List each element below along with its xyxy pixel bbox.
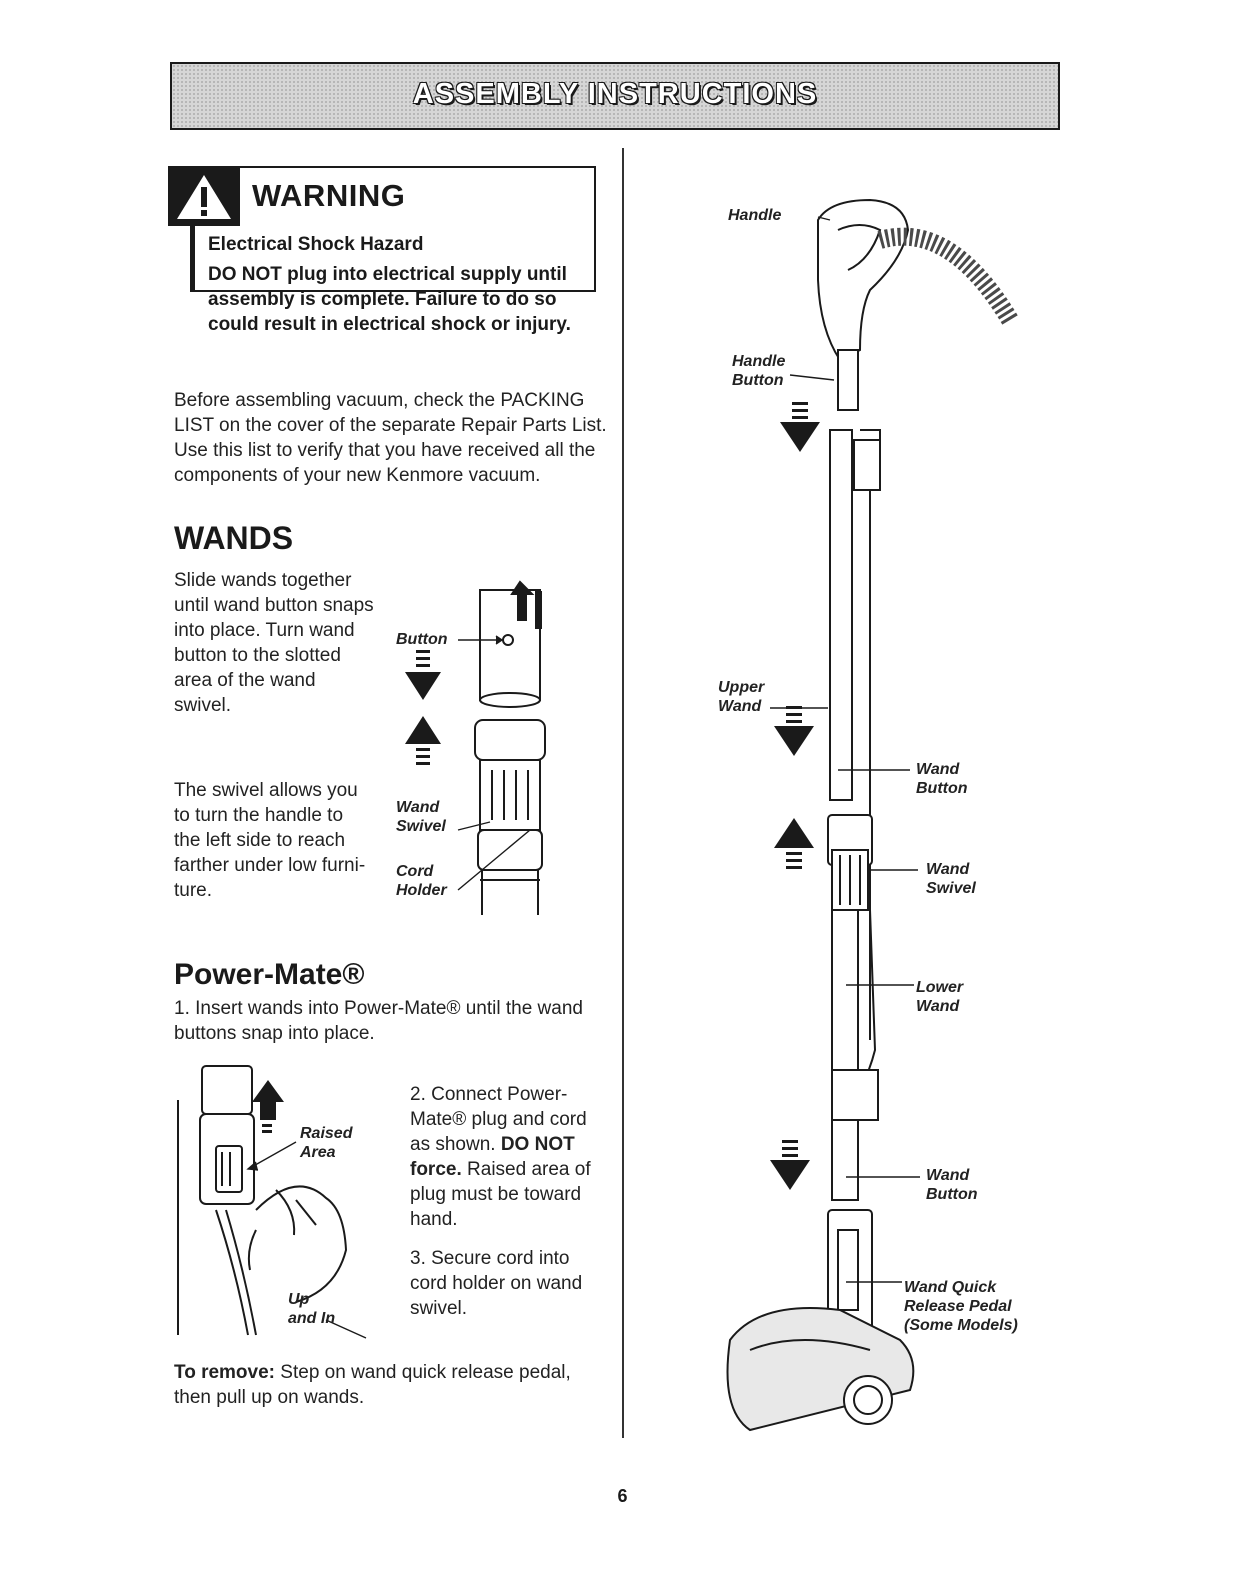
power-mate-step-1: 1. Insert wands into Power-Mate® until t… — [174, 998, 583, 1044]
wands-heading: WANDS — [174, 520, 294, 556]
section-banner: ASSEMBLY INSTRUCTIONS — [170, 62, 1060, 130]
warning-body: DO NOT plug into electrical supply until… — [208, 264, 571, 335]
plug-connection-illustration — [177, 1065, 367, 1339]
remove-instructions: To remove: Step on wand quick release pe… — [174, 1360, 604, 1410]
raised-area-label-line-1: Raised — [300, 1125, 353, 1142]
upper-wand-label-line-1: Upper — [718, 679, 765, 696]
power-mate-step-2-caution: DO NOT force. — [410, 1134, 575, 1180]
power-mate-step-2-text: 2. Connect Power-Mate® plug and cord as … — [410, 1084, 587, 1155]
wands-paragraph-2: The swivel allows you to turn the handle… — [174, 780, 366, 901]
button-label: Button — [396, 631, 448, 648]
raised-area-label-line-2: Area — [300, 1144, 336, 1161]
lower-wand-button-label-line-2: Button — [926, 1186, 978, 1203]
upper-wand-label-line-2: Wand — [718, 698, 762, 715]
upper-wand-button-label-line-2: Button — [916, 780, 968, 797]
warning-icon — [177, 175, 231, 219]
cord-holder-label-line-1: Cord — [396, 863, 434, 880]
wand-swivel-diagram-label-line-2: Swivel — [926, 880, 976, 897]
release-pedal-label-line-1: Wand Quick — [904, 1279, 997, 1296]
wands-paragraph-1: Slide wands together until wand button s… — [174, 570, 374, 716]
power-mate-step-3: 3. Secure cord into cord holder on wand … — [410, 1248, 583, 1319]
power-mate-step-2: 2. Connect Power-Mate® plug and cord as … — [410, 1082, 600, 1232]
power-mate-heading: Power-Mate® — [174, 958, 365, 991]
wand-swivel-label-line-2: Swivel — [396, 818, 446, 835]
upper-wand-button-label-line-1: Wand — [916, 761, 960, 778]
page-title: ASSEMBLY INSTRUCTIONS — [412, 78, 818, 110]
lower-wand-label-line-1: Lower — [916, 979, 964, 996]
wand-swivel-diagram-label-line-1: Wand — [926, 861, 970, 878]
release-pedal-label-line-3: (Some Models) — [904, 1317, 1018, 1334]
cord-holder-label-line-2: Holder — [396, 882, 447, 899]
column-divider — [622, 148, 624, 1438]
up-and-in-label-line-1: Up — [288, 1291, 310, 1308]
handle-button-label-line-1: Handle — [732, 353, 786, 370]
remove-text: Step on wand quick release pedal, then p… — [174, 1362, 571, 1408]
handle-label: Handle — [728, 207, 782, 224]
lower-wand-button-label-line-1: Wand — [926, 1167, 970, 1184]
warning-subtitle: Electrical Shock Hazard — [208, 234, 424, 255]
wand-swivel-illustration — [405, 580, 546, 915]
warning-title: WARNING — [252, 178, 406, 213]
remove-label: To remove: — [174, 1362, 276, 1383]
handle-button-label-line-2: Button — [732, 372, 784, 389]
wand-swivel-label-line-1: Wand — [396, 799, 440, 816]
release-pedal-label-line-2: Release Pedal — [904, 1298, 1012, 1315]
intro-paragraph: Before assembling vacuum, check the PACK… — [174, 390, 607, 486]
up-and-in-label-line-2: and In — [288, 1310, 336, 1327]
vacuum-wand-assembly-diagram — [726, 198, 1018, 1432]
warning-box — [190, 166, 596, 292]
power-mate-step-2-text-end: Raised area of plug must be toward hand. — [410, 1159, 591, 1230]
page-number: 6 — [617, 1486, 628, 1506]
lower-wand-label-line-2: Wand — [916, 998, 960, 1015]
